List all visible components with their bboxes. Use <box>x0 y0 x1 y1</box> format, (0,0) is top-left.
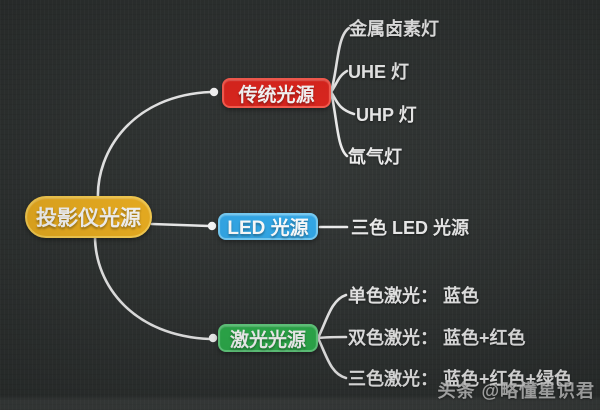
connector-root-traditional <box>96 90 213 201</box>
branch-node-traditional-light-source: 传统光源 <box>222 78 331 108</box>
junction-dot-laser <box>208 333 218 343</box>
junction-dot-traditional <box>209 87 219 97</box>
connector-root-led <box>150 222 211 228</box>
leaf-metal-halide-lamp: 金属卤素灯 <box>349 19 439 39</box>
connector-root-laser <box>93 234 212 341</box>
leaf-dual-color-laser: 双色激光： 蓝色+红色 <box>348 328 526 348</box>
leaf-single-color-laser: 单色激光： 蓝色 <box>348 286 480 306</box>
connector-laser-leaf3 <box>316 336 348 380</box>
branch-node-led-light-source: LED 光源 <box>218 213 318 240</box>
connector-laser-leaf1 <box>316 293 348 340</box>
watermark-toutiao: 头条 @略懂星识君 <box>437 381 595 401</box>
junction-dot-led <box>207 221 217 231</box>
connector-laser-leaf2 <box>316 335 348 340</box>
branch-node-laser-light-source: 激光光源 <box>218 324 318 352</box>
connector-traditional-leaf2 <box>329 69 349 94</box>
leaf-triple-color-laser: 三色激光： 蓝色+红色+绿色 <box>348 369 573 389</box>
connector-traditional-leaf4 <box>329 90 349 158</box>
leaf-three-color-led-source: 三色 LED 光源 <box>351 218 470 238</box>
leaf-xenon-lamp: 氙气灯 <box>348 147 402 167</box>
root-node-projector-light-source: 投影仪光源 <box>25 196 152 238</box>
leaf-uhp-lamp: UHP 灯 <box>356 105 417 125</box>
leaf-uhe-lamp: UHE 灯 <box>348 62 410 82</box>
connector-traditional-leaf1 <box>329 26 351 94</box>
